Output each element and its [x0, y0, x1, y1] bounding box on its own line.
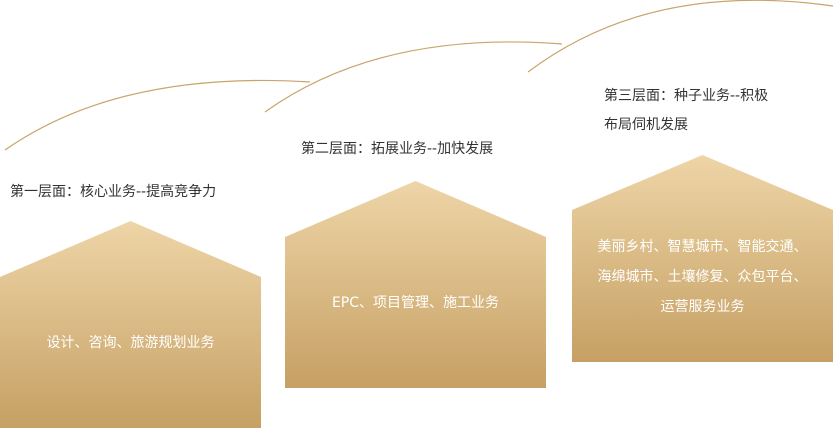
level-3-content-line: 海绵城市、土壤修复、众包平台、 — [597, 268, 808, 285]
level-3-title-line2: 布局伺机发展 — [604, 117, 688, 133]
level-3-content-line: 运营服务业务 — [660, 298, 745, 315]
level-3-content-line: 美丽乡村、智慧城市、智能交通、 — [597, 238, 808, 255]
arc-level-3 — [527, 0, 833, 73]
level-1-content: 设计、咨询、旅游规划业务 — [46, 334, 215, 351]
arc-level-1 — [4, 79, 311, 151]
arc-level-2 — [264, 41, 563, 113]
level-3-content: 美丽乡村、智慧城市、智能交通、 海绵城市、土壤修复、众包平台、 运营服务业务 — [598, 232, 808, 322]
level-1-title: 第一层面：核心业务--提高竞争力 — [10, 184, 217, 200]
level-2-content: EPC、项目管理、施工业务 — [331, 294, 500, 311]
level-3-title-line1: 第三层面：种子业务--积极 — [604, 88, 769, 104]
level-2-title: 第二层面：拓展业务--加快发展 — [301, 141, 494, 157]
